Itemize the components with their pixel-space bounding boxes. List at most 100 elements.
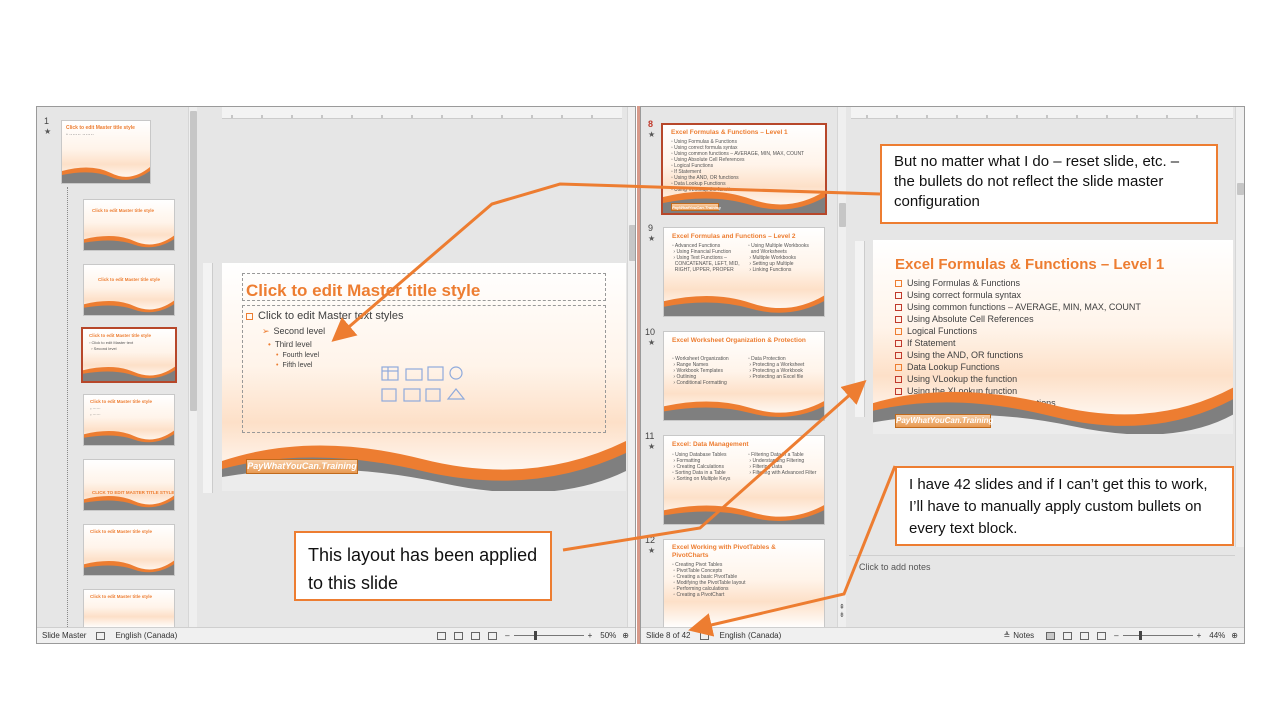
normal-view-icon[interactable] bbox=[437, 631, 447, 640]
slide-bullet-item[interactable]: Logical Functions bbox=[895, 326, 977, 336]
slide-thumbnail-9[interactable]: Excel Formulas and Functions – Level 2 ▫… bbox=[663, 227, 825, 317]
level3-text[interactable]: •Third level bbox=[268, 340, 312, 349]
slide-bullet-item[interactable]: Using the XLookup function bbox=[895, 386, 1017, 396]
bullet-text: Using the AND, OR functions bbox=[907, 350, 1024, 360]
normal-view-icon[interactable] bbox=[1046, 631, 1056, 640]
layout-thumbnail-two-content[interactable]: Click to edit Master title style ▫ ·····… bbox=[83, 394, 175, 446]
layout-thumbnail-title[interactable]: Click to edit Master title style bbox=[83, 199, 175, 251]
notes-placeholder[interactable]: Click to add notes bbox=[859, 562, 931, 572]
transition-star-icon: ★ bbox=[648, 338, 656, 347]
square-bullet-icon bbox=[895, 304, 902, 312]
square-bullet-icon bbox=[895, 280, 902, 288]
thumb-number-8: 8 bbox=[648, 119, 654, 129]
slide-thumbnail-11[interactable]: Excel: Data Management ▫ Using Database … bbox=[663, 435, 825, 525]
slides-scrollbar[interactable]: ⇞⇟ bbox=[837, 107, 846, 627]
callout-layout-applied: This layout has been applied to this sli… bbox=[294, 531, 552, 601]
transition-star-icon: ★ bbox=[44, 127, 52, 136]
thumb-number-10: 10 bbox=[645, 327, 656, 337]
layout-thumbnail-comparison[interactable]: Click to edit Master title style bbox=[83, 524, 175, 576]
right-status-bar: Slide 8 of 42 English (Canada) ≜ Notes –… bbox=[641, 627, 1244, 643]
bullet-text: Data Lookup Functions bbox=[907, 362, 1000, 372]
notes-icon[interactable]: ≜ bbox=[1003, 631, 1011, 640]
status-slide-count: Slide 8 of 42 bbox=[646, 631, 691, 640]
transition-star-icon: ★ bbox=[648, 130, 656, 139]
slide-bullet-item[interactable]: Using Absolute Cell References bbox=[895, 314, 1034, 324]
bullet-text: Using VLookup the function bbox=[907, 374, 1018, 384]
vertical-ruler bbox=[203, 263, 213, 493]
status-view-label: Slide Master bbox=[42, 631, 87, 640]
bullet-text: Using Absolute Cell References bbox=[907, 314, 1034, 324]
slide-bullet-item[interactable]: Using VLookup the function bbox=[895, 374, 1017, 384]
transition-star-icon: ★ bbox=[648, 442, 656, 451]
thumbnail-scrollbar[interactable] bbox=[188, 107, 197, 627]
status-language[interactable]: English (Canada) bbox=[115, 631, 178, 640]
zoom-slider[interactable] bbox=[1122, 631, 1193, 640]
slide-bullet-item[interactable]: Using common functions – AVERAGE, MIN, M… bbox=[895, 302, 1141, 312]
master-thumbnail[interactable]: Click to edit Master title style ▫ ·····… bbox=[61, 120, 151, 184]
zoom-level[interactable]: 50% bbox=[600, 631, 617, 640]
current-slide-8[interactable]: Excel Formulas & Functions – Level 1 Usi… bbox=[873, 240, 1233, 434]
layout-thumbnail-blank[interactable]: Click to edit Master title style bbox=[83, 589, 175, 629]
slide-sorter-icon[interactable] bbox=[454, 631, 464, 640]
accessibility-icon[interactable] bbox=[700, 631, 710, 640]
notes-pane[interactable]: Click to add notes bbox=[849, 555, 1235, 627]
slide-title[interactable]: Excel Formulas & Functions – Level 1 bbox=[895, 256, 1165, 273]
status-language[interactable]: English (Canada) bbox=[719, 631, 782, 640]
layout-thumbnail-section[interactable]: Click to edit Master title style bbox=[83, 264, 175, 316]
reading-view-icon[interactable] bbox=[471, 631, 481, 640]
slide-thumbnail-8[interactable]: Excel Formulas & Functions – Level 1 ▫ U… bbox=[661, 123, 827, 215]
slide-bullet-item[interactable]: If Statement bbox=[895, 338, 956, 348]
main-scrollbar[interactable] bbox=[627, 107, 635, 627]
transition-star-icon: ★ bbox=[648, 546, 656, 555]
horizontal-ruler bbox=[222, 107, 622, 119]
square-bullet-icon bbox=[895, 340, 902, 348]
level5-text[interactable]: •Fifth level bbox=[276, 362, 313, 369]
accessibility-icon[interactable] bbox=[96, 631, 106, 640]
bullet-text: Using Formulas & Functions bbox=[907, 278, 1021, 288]
notes-button[interactable]: Notes bbox=[1013, 631, 1035, 640]
slide-thumbnail-10[interactable]: Excel Worksheet Organization & Protectio… bbox=[663, 331, 825, 421]
slide-bullet-item[interactable]: Using the AND, OR functions bbox=[895, 350, 1023, 360]
square-bullet-icon bbox=[895, 328, 902, 336]
square-bullet-icon bbox=[895, 316, 902, 324]
content-placeholder-icons[interactable] bbox=[380, 365, 470, 409]
slide-bullet-item[interactable]: Using correct formula syntax bbox=[895, 290, 1021, 300]
footer-logo-right: PayWhatYouCan.Training bbox=[895, 414, 993, 428]
slide-sorter-icon[interactable] bbox=[1063, 631, 1073, 640]
thumb-number-12: 12 bbox=[645, 535, 656, 545]
layout-thumbnail-title-only[interactable]: CLICK TO EDIT MASTER TITLE STYLE bbox=[83, 459, 175, 511]
bullet-text: If Statement bbox=[907, 338, 956, 348]
slideshow-icon[interactable] bbox=[1097, 631, 1107, 640]
zoom-level[interactable]: 44% bbox=[1209, 631, 1226, 640]
fit-to-window-icon[interactable]: ⊕ bbox=[1231, 631, 1238, 640]
master-title-placeholder[interactable]: Click to edit Master title style bbox=[246, 281, 481, 300]
zoom-slider[interactable] bbox=[513, 631, 584, 640]
slide-thumbnail-12[interactable]: Excel Working with PivotTables & PivotCh… bbox=[663, 539, 825, 629]
fit-to-window-icon[interactable]: ⊕ bbox=[622, 631, 629, 640]
main-scrollbar[interactable] bbox=[1235, 107, 1244, 547]
slideshow-icon[interactable] bbox=[488, 631, 498, 640]
square-bullet-icon bbox=[895, 352, 902, 360]
level2-text[interactable]: ➢Second level bbox=[262, 326, 326, 336]
bullet-text: Using correct formula syntax bbox=[907, 290, 1022, 300]
thumb-number-9: 9 bbox=[648, 223, 654, 233]
callout-bullets-issue: But no matter what I do – reset slide, e… bbox=[880, 144, 1218, 224]
slide-thumbnail-pane[interactable]: 8 ★ Excel Formulas & Functions – Level 1… bbox=[641, 107, 841, 629]
window-divider bbox=[637, 106, 640, 644]
reading-view-icon[interactable] bbox=[1080, 631, 1090, 640]
layout-thumbnail-selected[interactable]: Click to edit Master title style ▫ Click… bbox=[81, 327, 177, 383]
layout-thumbnail-pane[interactable]: 1 ★ Click to edit Master title style ▫ ·… bbox=[37, 107, 199, 629]
square-bullet-icon bbox=[895, 376, 902, 384]
bullet-text: Using the XLookup function bbox=[907, 386, 1018, 396]
level1-text[interactable]: Click to edit Master text styles bbox=[246, 310, 404, 322]
square-bullet-icon bbox=[895, 292, 902, 300]
transition-star-icon: ★ bbox=[648, 234, 656, 243]
level4-text[interactable]: •Fourth level bbox=[276, 352, 320, 359]
master-thumb-number: 1 bbox=[44, 116, 50, 126]
square-bullet-icon bbox=[895, 364, 902, 372]
master-layout-slide[interactable]: Click to edit Master title style Click t… bbox=[222, 263, 626, 491]
slide-bullet-item[interactable]: Using Formulas & Functions bbox=[895, 278, 1020, 288]
thumb-number-11: 11 bbox=[645, 431, 655, 441]
slide-bullet-item[interactable]: Data Lookup Functions bbox=[895, 362, 1000, 372]
